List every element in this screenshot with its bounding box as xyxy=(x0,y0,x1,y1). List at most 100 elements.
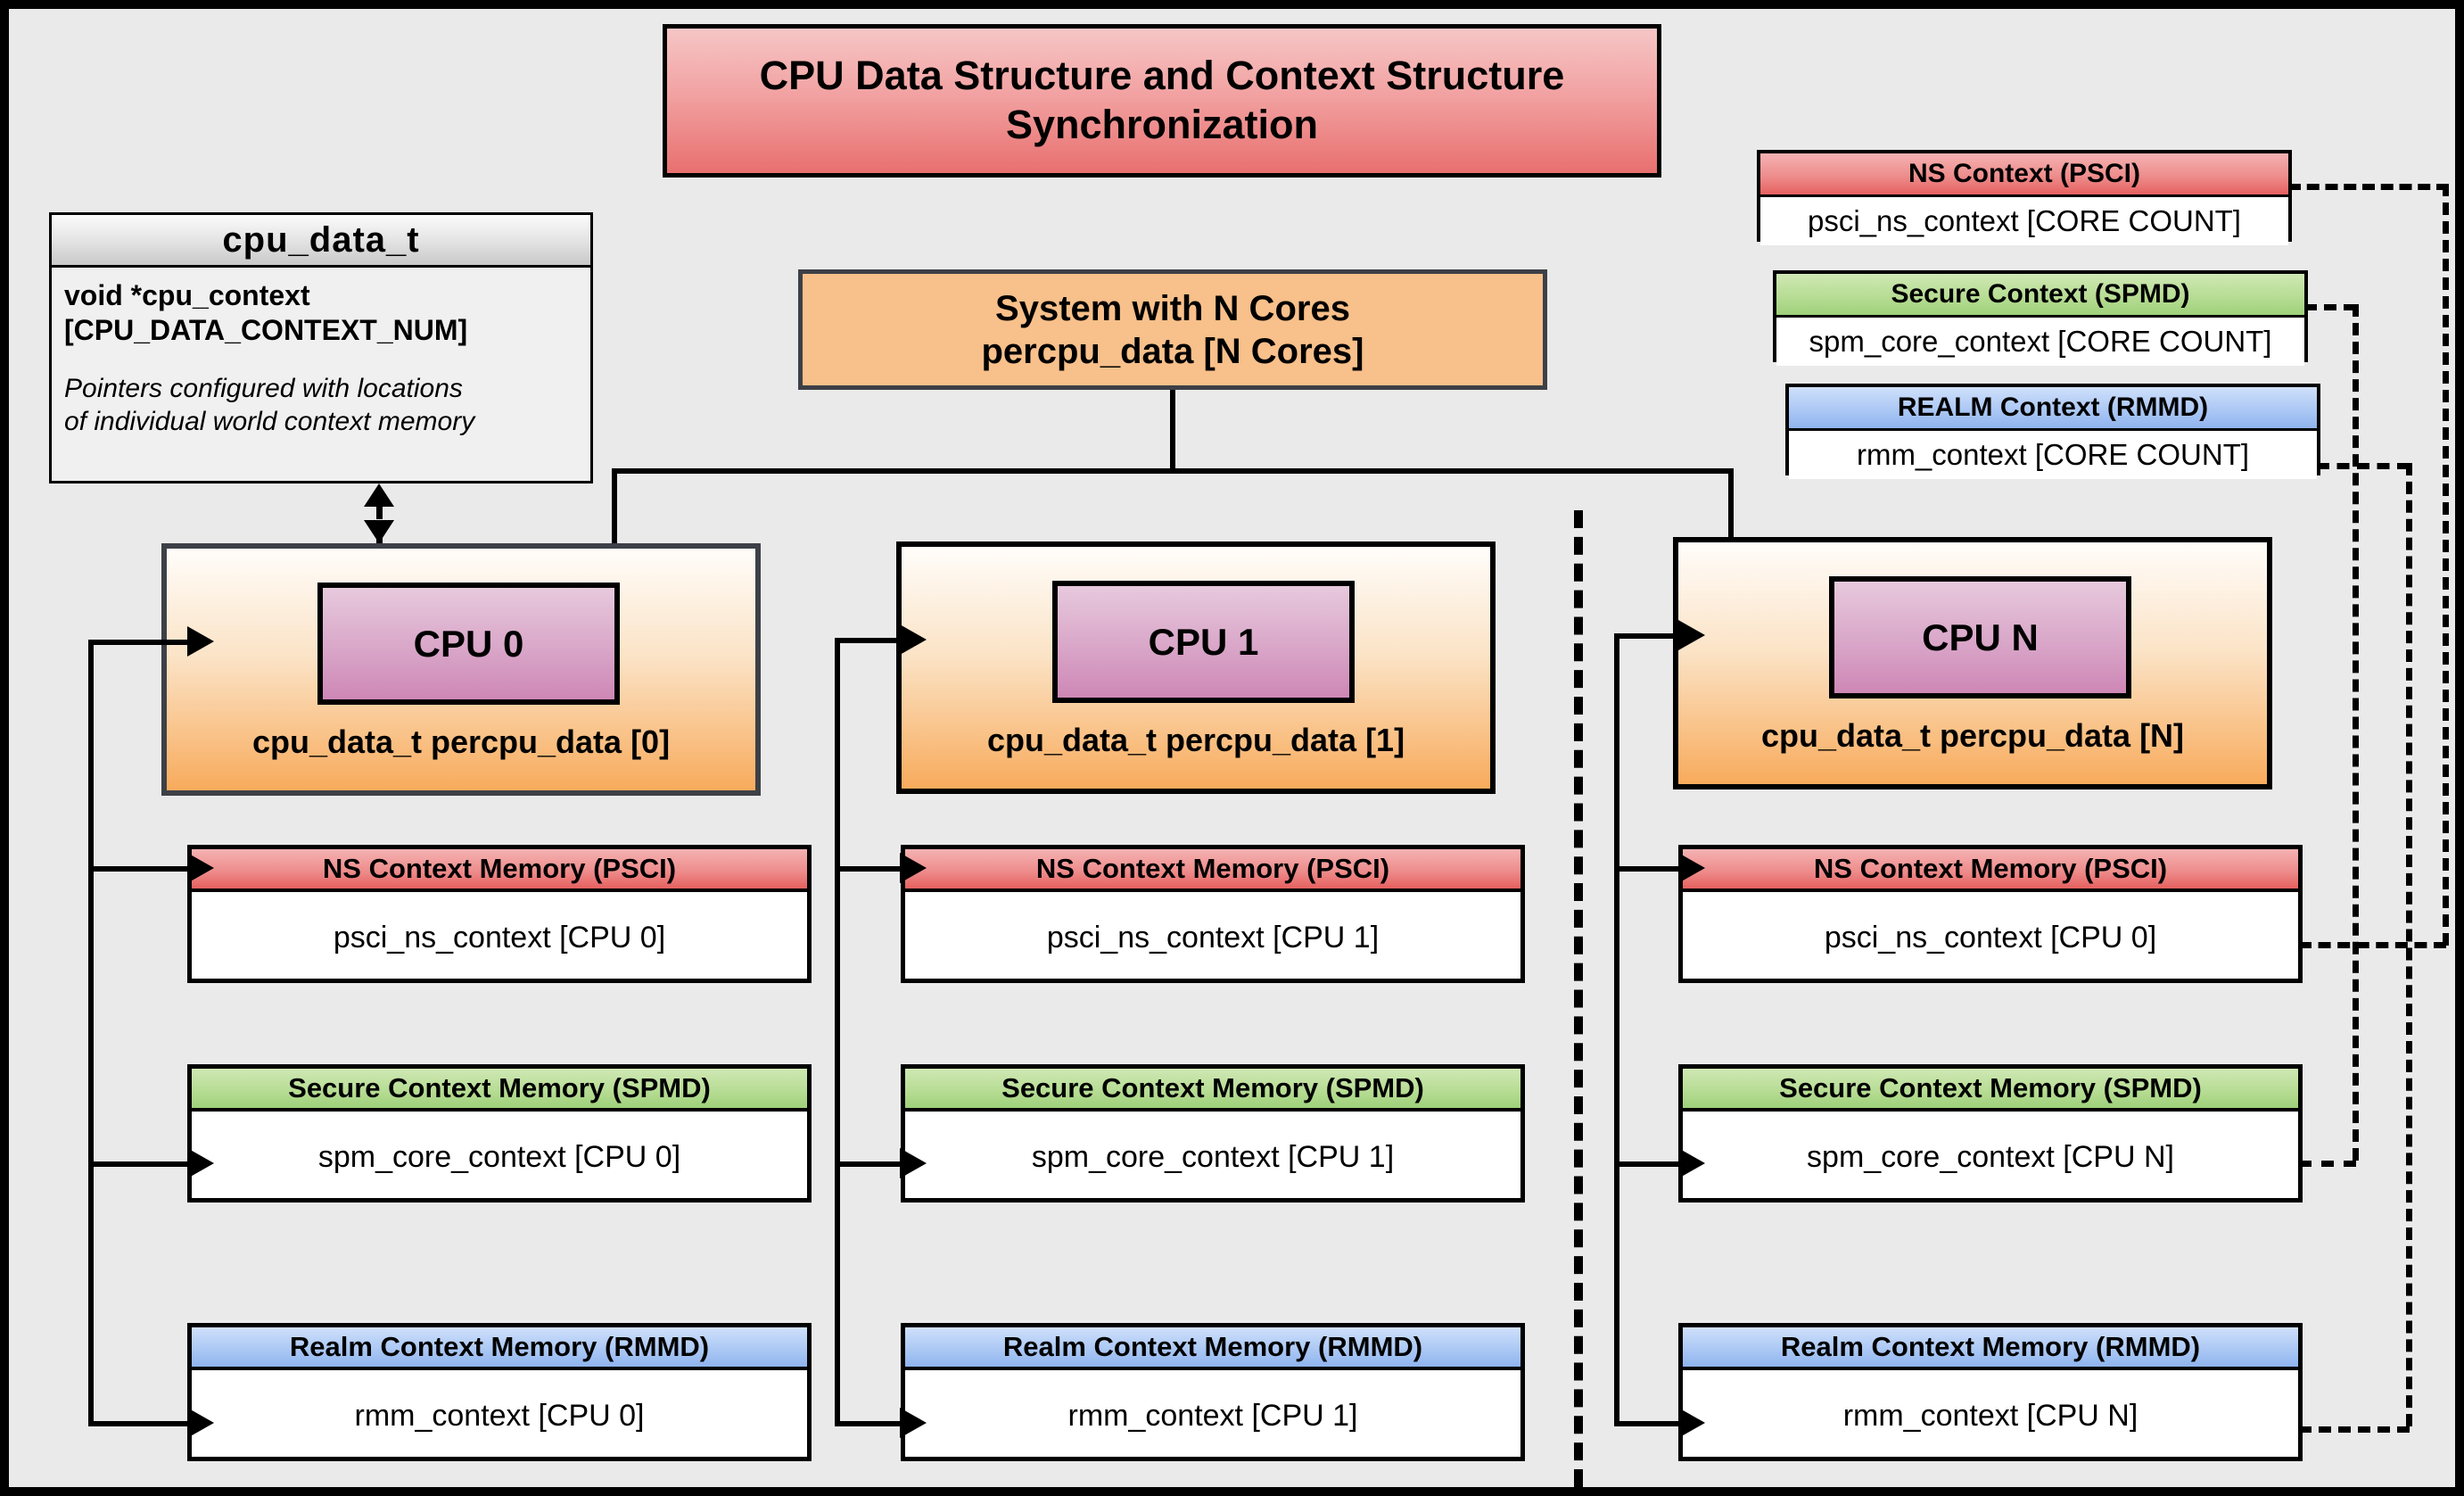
tree-branch-cpun xyxy=(1728,468,1734,543)
cpu0-arrowhead-realm xyxy=(187,1408,214,1438)
cpun-ns-title: NS Context Memory (PSCI) xyxy=(1683,849,2298,892)
cpun-arrow-line-ns xyxy=(1614,866,1684,872)
cpu-context-decl: void *cpu_context xyxy=(64,279,310,311)
cpu1-chip: CPU 1 xyxy=(1052,581,1355,703)
cpu0-secure-title: Secure Context Memory (SPMD) xyxy=(192,1069,807,1112)
cpun-ns-context-memory: NS Context Memory (PSCI) psci_ns_context… xyxy=(1678,845,2303,983)
cpun-arrowhead-realm xyxy=(1678,1408,1705,1438)
cpun-chip: CPU N xyxy=(1829,576,2131,698)
cpu1-ns-value: psci_ns_context [CPU 1] xyxy=(1046,920,1380,955)
cpu1-secure-title: Secure Context Memory (SPMD) xyxy=(905,1069,1520,1112)
cpun-arrow-line-realm xyxy=(1614,1421,1684,1426)
diagram-title: CPU Data Structure and Context Structure… xyxy=(663,24,1661,178)
cpu0-arrowhead-ns xyxy=(187,853,214,883)
system-line-1: System with N Cores xyxy=(995,288,1350,328)
tree-crossbar xyxy=(612,468,1734,474)
cpun-secure-context-memory: Secure Context Memory (SPMD) spm_core_co… xyxy=(1678,1064,2303,1203)
realm-link-vertical xyxy=(2406,463,2412,1426)
cpu1-secure-value: spm_core_context [CPU 1] xyxy=(1031,1139,1395,1174)
cpu1-arrowhead-secure xyxy=(900,1148,927,1178)
title-line-2: Synchronization xyxy=(1005,102,1318,147)
cpu1-realm-value: rmm_context [CPU 1] xyxy=(1067,1398,1358,1433)
cpu0-bus-trunk xyxy=(88,640,94,1423)
cpu1-bus-trunk xyxy=(835,638,840,1423)
sync-arrow-down-head xyxy=(364,520,394,543)
ns-link-top xyxy=(2288,184,2449,190)
cpun-ns-value: psci_ns_context [CPU 0] xyxy=(1824,920,2157,955)
cpun-secure-title: Secure Context Memory (SPMD) xyxy=(1683,1069,2298,1112)
cpu0-arrowhead-secure xyxy=(187,1148,214,1178)
realm-link-top xyxy=(2317,463,2410,469)
cpu-column-divider xyxy=(1574,510,1583,1487)
legend-realm-title: REALM Context (RMMD) xyxy=(1789,387,2317,431)
realm-link-bottom xyxy=(2299,1426,2410,1433)
cpu0-arrow-line-cpu xyxy=(88,640,192,645)
cpun-arrowhead-ns xyxy=(1678,853,1705,883)
cpu-data-t-box: cpu_data_t void *cpu_context [CPU_DATA_C… xyxy=(49,212,593,484)
cpun-realm-context-memory: Realm Context Memory (RMMD) rmm_context … xyxy=(1678,1323,2303,1461)
cpu-data-t-note: Pointers configured with locations of in… xyxy=(64,373,578,438)
diagram-background: CPU Data Structure and Context Structure… xyxy=(9,9,2455,1487)
title-line-1: CPU Data Structure and Context Structure xyxy=(759,53,1565,99)
cpu0-chip: CPU 0 xyxy=(317,583,620,705)
tree-trunk xyxy=(1170,390,1175,474)
cpu-data-t-body: void *cpu_context [CPU_DATA_CONTEXT_NUM]… xyxy=(52,268,590,438)
system-line-2: percpu_data [N Cores] xyxy=(981,331,1364,371)
cpu0-secure-context-memory: Secure Context Memory (SPMD) spm_core_co… xyxy=(187,1064,812,1203)
cpu0-arrowhead-cpu xyxy=(187,626,214,657)
cpu1-arrow-line-secure xyxy=(835,1161,904,1167)
cpu0-arrow-line-realm xyxy=(88,1421,192,1426)
cpu0-secure-value: spm_core_context [CPU 0] xyxy=(317,1139,681,1174)
cpu0-realm-title: Realm Context Memory (RMMD) xyxy=(192,1327,807,1370)
sync-arrow-up-head xyxy=(364,484,394,507)
cpun-arrowhead-secure xyxy=(1678,1148,1705,1178)
cpu0-block: CPU 0 cpu_data_t percpu_data [0] xyxy=(161,543,761,796)
cpu1-ns-context-memory: NS Context Memory (PSCI) psci_ns_context… xyxy=(901,845,1525,983)
legend-ns-context-box: NS Context (PSCI) psci_ns_context [CORE … xyxy=(1757,150,2292,245)
cpu0-ns-value: psci_ns_context [CPU 0] xyxy=(333,920,666,955)
secure-link-bottom xyxy=(2299,1161,2356,1167)
cpun-realm-title: Realm Context Memory (RMMD) xyxy=(1683,1327,2298,1370)
cpu0-percpu-label: cpu_data_t percpu_data [0] xyxy=(251,723,671,760)
cpu-data-t-header: cpu_data_t xyxy=(52,215,590,268)
cpu-data-t-attribute: void *cpu_context [CPU_DATA_CONTEXT_NUM] xyxy=(64,278,578,348)
cpu1-realm-title: Realm Context Memory (RMMD) xyxy=(905,1327,1520,1370)
cpun-bus-trunk xyxy=(1614,633,1619,1423)
cpu-context-dimension: [CPU_DATA_CONTEXT_NUM] xyxy=(64,314,468,347)
legend-secure-context-box: Secure Context (SPMD) spm_core_context [… xyxy=(1773,270,2308,366)
cpu1-arrow-line-cpu xyxy=(835,638,904,643)
cpu1-arrow-line-realm xyxy=(835,1421,904,1426)
tree-branch-cpu0 xyxy=(612,468,617,549)
cpu0-ns-title: NS Context Memory (PSCI) xyxy=(192,849,807,892)
legend-realm-context-box: REALM Context (RMMD) rmm_context [CORE C… xyxy=(1785,384,2320,479)
cpun-percpu-label: cpu_data_t percpu_data [N] xyxy=(1760,717,2185,754)
ns-link-vertical xyxy=(2443,184,2449,946)
cpu1-arrowhead-realm xyxy=(900,1408,927,1438)
cpu0-realm-value: rmm_context [CPU 0] xyxy=(354,1398,645,1433)
ns-link-bottom xyxy=(2299,942,2446,948)
cpu0-ns-context-memory: NS Context Memory (PSCI) psci_ns_context… xyxy=(187,845,812,983)
cpu1-realm-context-memory: Realm Context Memory (RMMD) rmm_context … xyxy=(901,1323,1525,1461)
cpu1-arrowhead-ns xyxy=(900,853,927,883)
cpu1-percpu-label: cpu_data_t percpu_data [1] xyxy=(986,722,1405,758)
cpu1-block: CPU 1 cpu_data_t percpu_data [1] xyxy=(896,541,1496,794)
secure-link-top xyxy=(2304,304,2356,310)
cpu0-arrow-line-ns xyxy=(88,866,192,872)
note-line-1: Pointers configured with locations xyxy=(64,374,463,404)
secure-link-vertical xyxy=(2353,304,2359,1161)
cpun-arrow-line-secure xyxy=(1614,1161,1684,1167)
cpun-secure-value: spm_core_context [CPU N] xyxy=(1807,1139,2174,1174)
legend-ns-value: psci_ns_context [CORE COUNT] xyxy=(1760,197,2288,245)
legend-secure-title: Secure Context (SPMD) xyxy=(1776,274,2304,318)
cpu1-arrow-line-ns xyxy=(835,866,904,872)
legend-realm-value: rmm_context [CORE COUNT] xyxy=(1789,431,2317,479)
cpun-arrowhead-cpu xyxy=(1678,620,1705,650)
legend-ns-title: NS Context (PSCI) xyxy=(1760,153,2288,197)
cpu1-ns-title: NS Context Memory (PSCI) xyxy=(905,849,1520,892)
system-box: System with N Cores percpu_data [N Cores… xyxy=(798,269,1547,390)
cpu0-arrow-line-secure xyxy=(88,1161,192,1167)
cpu1-secure-context-memory: Secure Context Memory (SPMD) spm_core_co… xyxy=(901,1064,1525,1203)
cpun-realm-value: rmm_context [CPU N] xyxy=(1842,1398,2138,1433)
note-line-2: of individual world context memory xyxy=(64,406,475,436)
